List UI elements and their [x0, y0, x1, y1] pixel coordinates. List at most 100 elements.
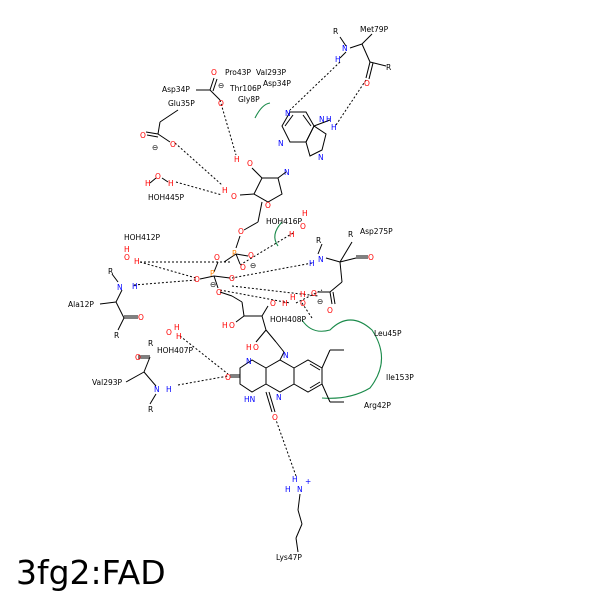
adenine-nh2-n: N: [319, 115, 325, 124]
hbond-val293-o2: [177, 375, 229, 386]
residue-glu35: Glu35P O O ⊖: [140, 99, 195, 152]
residue-asp275: R N H R Asp275P O O O ⊖: [309, 227, 393, 315]
ala12-n-label: N: [117, 283, 123, 292]
residue-ala12: R N H Ala12P O R: [68, 267, 144, 340]
hbond-phos-ribitol: [219, 289, 291, 304]
ala12-r-label: R: [108, 267, 113, 276]
water-hoh407: O H H HOH407P: [157, 323, 193, 355]
water-hoh408: HOH408P H O H: [270, 290, 306, 324]
glu35-o1-label: O: [140, 131, 146, 140]
flavin-hn3: HN: [244, 395, 255, 404]
hoh408-h1: H: [290, 293, 296, 302]
asp275-od1-label: O: [311, 289, 317, 298]
ribose-o2-o: O: [247, 159, 253, 168]
residue-val293: O R Val293P N H R: [92, 339, 172, 414]
hydrophobic-gly8: Gly8P: [238, 95, 260, 104]
hydrophobic-arg42: Arg42P: [364, 401, 391, 410]
phosphate-o5: O: [216, 288, 222, 297]
phosphate-bridge-o: O: [214, 253, 220, 262]
ala12-r2-label: R: [114, 331, 119, 340]
asp34-minus-label: ⊖: [218, 81, 224, 90]
hydrophobic-labels: Pro43P Val293P Asp34P Thr106P Gly8P Leu4…: [225, 68, 414, 410]
ala12-o-label: O: [138, 313, 144, 322]
hydrogen-bonds: [133, 61, 367, 477]
hoh445-o: O: [155, 172, 161, 181]
adenine-n1: N: [285, 109, 291, 118]
asp34-label: Asp34P: [162, 85, 190, 94]
residue-lys47: H H N + Lys47P: [276, 475, 311, 562]
flavin-n10: N: [283, 351, 289, 360]
phosphate-minus-1: ⊖: [250, 261, 256, 270]
lys47-h2: H: [285, 485, 291, 494]
flavin-n5: N: [276, 393, 282, 402]
hydrophobic-arc-top: [254, 102, 271, 119]
hbond-lys47-o4: [275, 419, 297, 477]
hoh416-o: O: [300, 222, 306, 231]
ribose-o3-h: H: [222, 186, 228, 195]
asp275-label: Asp275P: [360, 227, 393, 236]
adenine-h2: H: [331, 123, 337, 132]
phosphate-o1: O: [248, 251, 254, 260]
val293-o-label: O: [135, 353, 141, 362]
hydrophobic-leu45: Leu45P: [374, 329, 402, 338]
asp275-h-label: H: [309, 259, 315, 268]
ribitol-o4-h: H: [246, 343, 252, 352]
adenine-n9: N: [284, 168, 290, 177]
phosphate-p2: P: [210, 269, 215, 278]
glu35-label: Glu35P: [168, 99, 195, 108]
met79-r-label: R: [333, 27, 338, 36]
adenine-n3: N: [278, 139, 284, 148]
lys47-label: Lys47P: [276, 553, 302, 562]
val293-n-label: N: [154, 385, 160, 394]
isoalloxazine-ring: N N HN N O O: [225, 349, 344, 422]
hoh412-h2: H: [134, 257, 140, 266]
lys47-n: N: [297, 485, 303, 494]
diagram-title: 3fg2:FAD: [16, 553, 166, 592]
hoh407-h2: H: [174, 323, 180, 332]
hoh408-o: O: [300, 299, 306, 308]
adenine-ring: N N N N H H N: [278, 109, 337, 177]
hbond-asp275-n: [231, 262, 313, 279]
hoh412-label: HOH412P: [124, 233, 160, 242]
hoh416-h2: H: [289, 230, 295, 239]
water-hoh416: HOH416P H O H: [266, 209, 308, 239]
hoh445-h2: H: [168, 179, 174, 188]
water-hoh412: HOH412P H O H: [124, 233, 160, 266]
hbond-phos-asp275: [231, 285, 319, 297]
hoh407-o: O: [166, 328, 172, 337]
glu35-minus-label: ⊖: [152, 143, 158, 152]
val293-r-label: R: [148, 339, 153, 348]
lys47-plus: +: [305, 477, 311, 486]
ribitol-o3-o: O: [270, 299, 276, 308]
val293-r2-label: R: [148, 405, 153, 414]
ala12-h-label: H: [132, 282, 138, 291]
asp275-od2-label: O: [327, 306, 333, 315]
adenine-nh2-h: H: [326, 115, 332, 124]
hydrophobic-thr106: Thr106P: [229, 84, 262, 93]
asp275-minus-label: ⊖: [317, 297, 323, 306]
hbond-ribitol-hoh408: [295, 289, 323, 304]
ribitol-chain: H O O H H O: [219, 291, 288, 353]
residue-asp34: O O ⊖ Asp34P: [162, 68, 224, 108]
asp34-o2-label: O: [218, 99, 224, 108]
phosphate-minus-2: ⊖: [210, 280, 216, 289]
ribitol-o2-o: O: [229, 321, 235, 330]
hbond-hoh407-o2: [179, 335, 229, 375]
hoh407-h: H: [176, 332, 182, 341]
ribitol-o3-h: H: [282, 299, 288, 308]
flavin-n1: N: [246, 357, 252, 366]
hbond-asp34-o: [219, 99, 237, 156]
met79-r2-label: R: [386, 63, 391, 72]
hydrophobic-contacts: [254, 102, 383, 399]
hoh408-h2: H: [300, 290, 306, 299]
val293-h-label: H: [166, 385, 172, 394]
phosphate-o4: O: [229, 274, 235, 283]
hydrophobic-arc-mid: [274, 221, 283, 247]
asp34-o1-label: O: [211, 68, 217, 77]
hydrophobic-pro43: Pro43P: [225, 68, 251, 77]
hbond-met79o-nh2: [335, 79, 367, 126]
lys47-h1: H: [292, 475, 298, 484]
glu35-o2-label: O: [170, 140, 176, 149]
hbond-ala12-n: [133, 279, 197, 286]
